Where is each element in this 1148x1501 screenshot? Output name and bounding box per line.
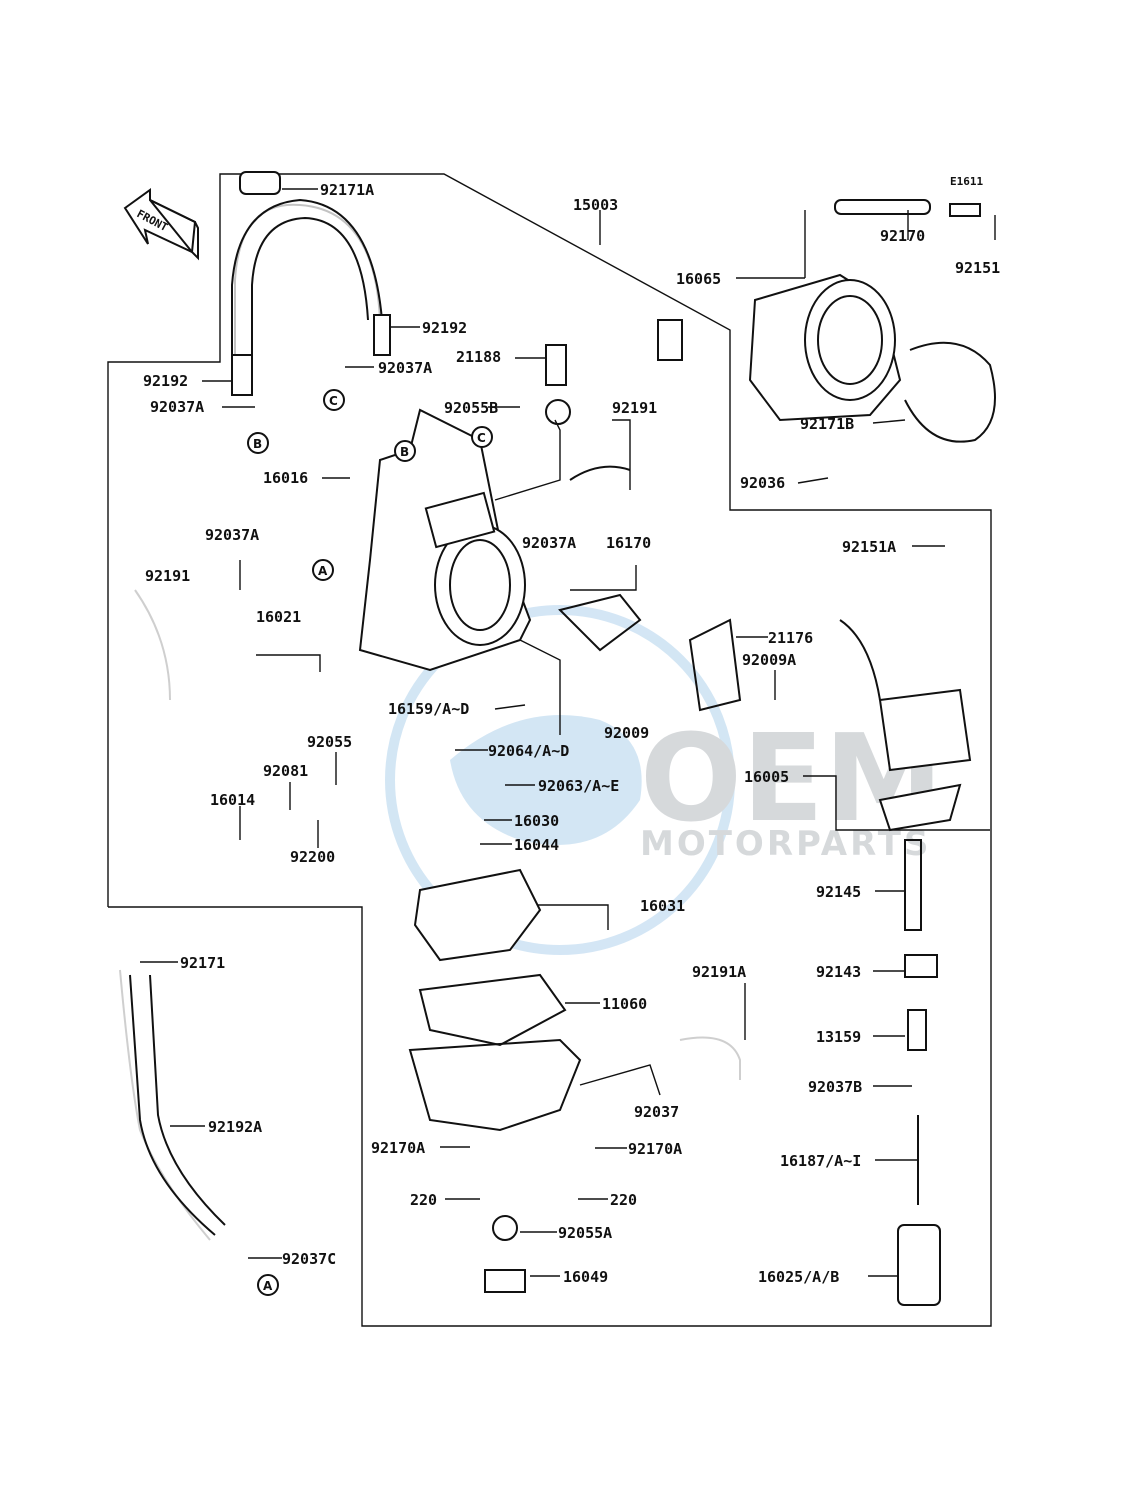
carburetor-body <box>358 408 532 672</box>
part-label: 16065 <box>676 270 721 288</box>
part-label: 92055A <box>558 1224 612 1242</box>
part-label: 92037 <box>634 1103 679 1121</box>
part-label: 16005 <box>744 768 789 786</box>
part-label: 13159 <box>816 1028 861 1046</box>
part-label: 92064/A~D <box>488 742 569 760</box>
reference-markers: C B B C A A <box>247 389 493 1296</box>
part-label: 16049 <box>563 1268 608 1286</box>
part-label: 92171B <box>800 415 854 433</box>
part-label: 21176 <box>768 629 813 647</box>
part-label: 92192A <box>208 1118 262 1136</box>
part-label: 92191 <box>145 567 190 585</box>
part-label: 92063/A~E <box>538 777 619 795</box>
part-label: 92200 <box>290 848 335 866</box>
part-label: 92170A <box>371 1139 425 1157</box>
hose-assembly <box>231 171 391 396</box>
part-label: 92151 <box>955 259 1000 277</box>
part-label: 16021 <box>256 608 301 626</box>
part-label: 11060 <box>602 995 647 1013</box>
marker-c1: C <box>329 394 338 408</box>
marker-a1: A <box>318 564 328 578</box>
part-label: 92192 <box>143 372 188 390</box>
part-label: 16014 <box>210 791 255 809</box>
part-label: 21188 <box>456 348 501 366</box>
part-label: 92009A <box>742 651 796 669</box>
part-label: 92192 <box>422 319 467 337</box>
part-label: 16025/A/B <box>758 1268 839 1286</box>
part-label: 92170 <box>880 227 925 245</box>
float-bowl <box>408 868 582 1132</box>
part-label: 92037C <box>282 1250 336 1268</box>
front-arrow-icon: FRONT <box>123 188 199 261</box>
part-label: 16044 <box>514 836 559 854</box>
part-label: 16187/A~I <box>780 1152 861 1170</box>
part-label: 92151A <box>842 538 896 556</box>
part-label: 92143 <box>816 963 861 981</box>
part-label: 92055B <box>444 399 498 417</box>
part-label: 92036 <box>740 474 785 492</box>
part-label: 15003 <box>573 196 618 214</box>
part-label: 92037A <box>150 398 204 416</box>
part-label: 16030 <box>514 812 559 830</box>
marker-b1: B <box>253 437 262 451</box>
part-label: 92037B <box>808 1078 862 1096</box>
part-label: 92171 <box>180 954 225 972</box>
part-label: 92037A <box>378 359 432 377</box>
part-label: 92081 <box>263 762 308 780</box>
callout-labels: 92171A 15003 92192 92192 92037A 92037A 2… <box>143 181 1000 1286</box>
part-label: 92191 <box>612 399 657 417</box>
diagram-code: E1611 <box>950 175 983 188</box>
part-label: 16031 <box>640 897 685 915</box>
marker-b2: B <box>400 445 409 459</box>
part-label: 92145 <box>816 883 861 901</box>
part-label: 92170A <box>628 1140 682 1158</box>
part-label: 92037A <box>205 526 259 544</box>
part-label: 92191A <box>692 963 746 981</box>
part-label: 16170 <box>606 534 651 552</box>
leader-lines <box>140 188 996 1277</box>
part-label: 92009 <box>604 724 649 742</box>
small-components <box>119 319 972 1306</box>
marker-c2: C <box>477 431 486 445</box>
part-label: 92171A <box>320 181 374 199</box>
part-label: 16016 <box>263 469 308 487</box>
part-label: 16159/A~D <box>388 700 469 718</box>
part-label: 220 <box>410 1191 437 1209</box>
frame-outline <box>107 173 992 1327</box>
part-label: 220 <box>610 1191 637 1209</box>
marker-a2: A <box>263 1279 273 1293</box>
part-label: 92055 <box>307 733 352 751</box>
intake-manifold <box>748 199 996 443</box>
part-label: 92037A <box>522 534 576 552</box>
